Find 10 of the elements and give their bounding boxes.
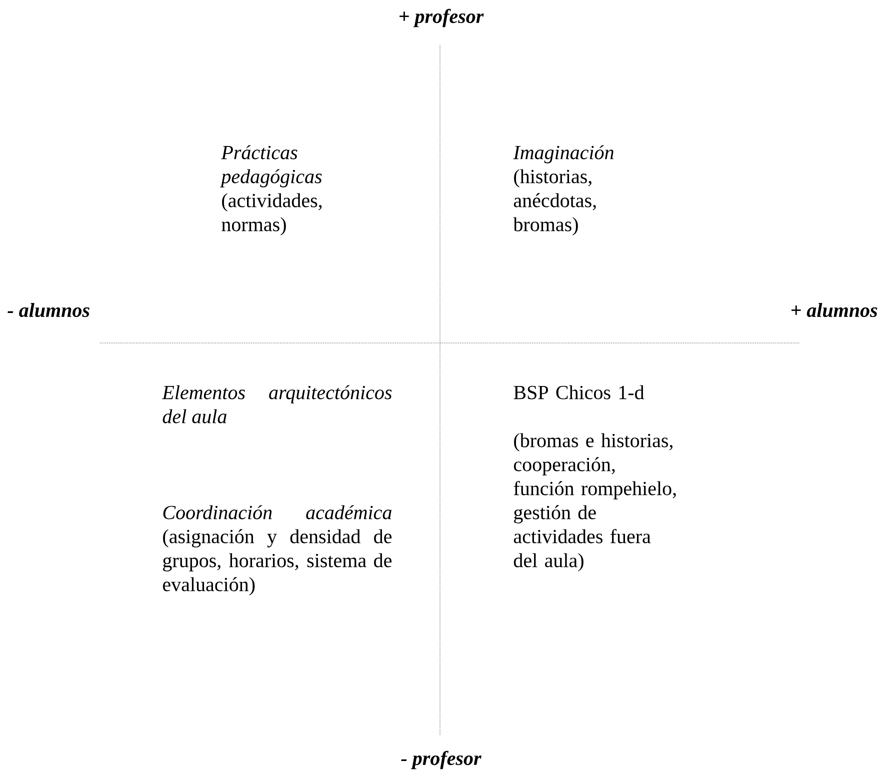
quadrant-text: (bromas e historias, cooperación, función rompehielo, gestión de actividades fuera del aula)	[514, 433, 676, 572]
axis-label: + profesor	[400, 8, 484, 28]
quadrant-text: BSP Chicos 1-d	[514, 385, 644, 400]
quadrant-text: Imaginación (historias, anécdotas, bromas)	[513, 145, 614, 236]
quadrant-text: Coordinación académica (asignación y densidad de grupos, horarios, sistema de evaluación)	[163, 505, 392, 596]
axis-label: + alumnos	[792, 302, 878, 318]
quadrant-text: Elementos arquitectónicos del aula	[162, 385, 392, 424]
axis-label: - alumnos	[8, 302, 90, 318]
quadrant-text: Prácticas pedagógicas (actividades, normas)	[220, 145, 322, 236]
axis-label: - profesor	[401, 750, 482, 770]
